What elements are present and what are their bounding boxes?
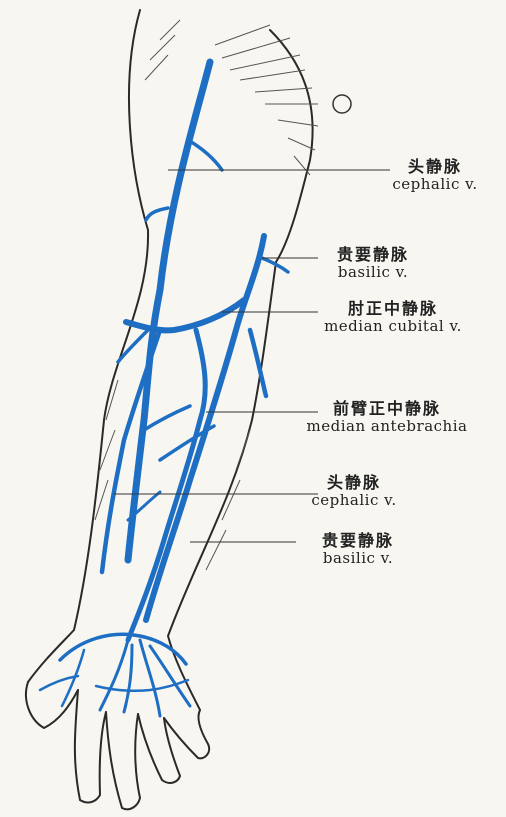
upper-branch-2 xyxy=(146,208,168,220)
label-cephalic-upper: 头静脉 cephalic v. xyxy=(368,158,502,194)
label-en: cephalic v. xyxy=(292,492,416,509)
label-en: median antebrachia xyxy=(268,418,506,435)
label-en: median cubital v. xyxy=(284,318,502,335)
label-en: cephalic v. xyxy=(368,176,502,193)
label-zh: 贵要静脉 xyxy=(296,532,420,550)
label-basilic-upper: 贵要静脉 basilic v. xyxy=(318,246,428,282)
forearm-cross-2 xyxy=(160,426,214,460)
label-zh: 肘正中静脉 xyxy=(284,300,502,318)
label-zh: 头静脉 xyxy=(368,158,502,176)
forearm-cross-1 xyxy=(144,406,190,430)
label-basilic-lower: 贵要静脉 basilic v. xyxy=(296,532,420,568)
basilic-vein-upper xyxy=(146,236,264,620)
label-median-cubital: 肘正中静脉 median cubital v. xyxy=(284,300,502,336)
label-zh: 头静脉 xyxy=(292,474,416,492)
label-median-antebrachial: 前臂正中静脉 median antebrachia xyxy=(268,400,506,436)
shoulder-mark-icon xyxy=(333,95,351,113)
label-zh: 贵要静脉 xyxy=(318,246,428,264)
median-cubital-vein xyxy=(126,300,244,330)
upper-branch xyxy=(188,140,222,170)
label-zh: 前臂正中静脉 xyxy=(268,400,506,418)
label-en: basilic v. xyxy=(296,550,420,567)
cubital-branch xyxy=(118,330,148,362)
cephalic-vein-upper xyxy=(128,62,210,560)
label-en: basilic v. xyxy=(318,264,428,281)
label-cephalic-lower: 头静脉 cephalic v. xyxy=(292,474,416,510)
